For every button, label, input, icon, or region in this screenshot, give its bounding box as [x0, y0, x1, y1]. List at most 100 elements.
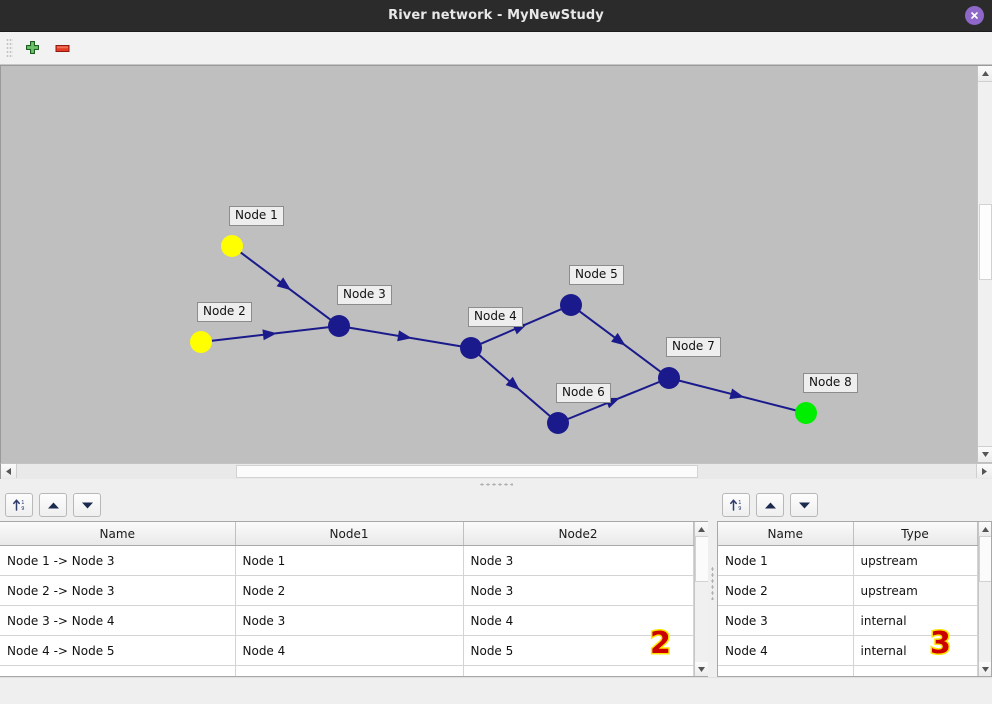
river-network-canvas[interactable]: Node 1 Node 2 Node 3 Node 4 Node 5 Node 6 Node…: [0, 65, 992, 463]
graph-node-label-node5[interactable]: Node 5: [569, 265, 624, 285]
cell-name[interactable]: Node 4 -> Node 5: [0, 636, 235, 666]
column-header-name[interactable]: Name: [718, 522, 853, 546]
cell-empty[interactable]: [0, 666, 235, 678]
svg-text:9: 9: [21, 506, 24, 512]
cell-name[interactable]: Node 3: [718, 606, 853, 636]
cell-empty[interactable]: [718, 666, 853, 678]
graph-node-label-node8[interactable]: Node 8: [803, 373, 858, 393]
graph-node-node5[interactable]: [560, 294, 582, 316]
cell-name[interactable]: Node 3 -> Node 4: [0, 606, 235, 636]
edge-direction-arrow-icon: [729, 388, 745, 402]
cell-node1[interactable]: Node 1: [235, 546, 463, 576]
cell-name[interactable]: Node 1: [718, 546, 853, 576]
nodes-vscroll-thumb[interactable]: [979, 536, 992, 582]
graph-node-label-node6[interactable]: Node 6: [556, 383, 611, 403]
scroll-down-icon[interactable]: [695, 662, 709, 676]
reaches-sort-button[interactable]: 1 9: [5, 493, 33, 517]
cell-node2[interactable]: Node 5: [463, 636, 693, 666]
cell-name[interactable]: Node 2 -> Node 3: [0, 576, 235, 606]
cell-node1[interactable]: Node 3: [235, 606, 463, 636]
reaches-vertical-scrollbar[interactable]: [694, 522, 709, 676]
cell-name[interactable]: Node 4: [718, 636, 853, 666]
cell-name[interactable]: Node 1 -> Node 3: [0, 546, 235, 576]
toolbar-grip[interactable]: [6, 38, 13, 58]
status-bar: [0, 677, 992, 704]
cell-node2[interactable]: Node 3: [463, 546, 693, 576]
scroll-down-icon[interactable]: [978, 446, 992, 462]
canvas-hscroll-thumb[interactable]: [236, 465, 698, 478]
graph-drawing-area[interactable]: Node 1 Node 2 Node 3 Node 4 Node 5 Node 6 Node…: [1, 66, 963, 462]
splitter-grip-dots: [479, 483, 513, 486]
column-header-type[interactable]: Type: [853, 522, 977, 546]
graph-node-label-node3[interactable]: Node 3: [337, 285, 392, 305]
canvas-vertical-scrollbar[interactable]: [977, 66, 992, 462]
graph-node-node6[interactable]: [547, 412, 569, 434]
cell-name[interactable]: Node 2: [718, 576, 853, 606]
reaches-move-down-button[interactable]: [73, 493, 101, 517]
cell-node1[interactable]: Node 4: [235, 636, 463, 666]
graph-node-label-node4[interactable]: Node 4: [468, 307, 523, 327]
graph-node-node7[interactable]: [658, 367, 680, 389]
scroll-down-icon[interactable]: [979, 662, 992, 676]
graph-node-node1[interactable]: [221, 235, 243, 257]
nodes-move-down-button[interactable]: [790, 493, 818, 517]
move-up-icon: [47, 501, 60, 510]
graph-node-node4[interactable]: [460, 337, 482, 359]
canvas-horizontal-scrollbar[interactable]: [0, 463, 992, 479]
graph-node-label-node2[interactable]: Node 2: [197, 302, 252, 322]
column-header-name[interactable]: Name: [0, 522, 235, 546]
scroll-up-icon[interactable]: [978, 66, 992, 82]
cell-type[interactable]: upstream: [853, 546, 977, 576]
delete-node-button[interactable]: [47, 34, 77, 62]
reaches-move-up-button[interactable]: [39, 493, 67, 517]
nodes-sort-button[interactable]: 1 9: [722, 493, 750, 517]
scroll-up-icon[interactable]: [979, 522, 992, 536]
cell-node2[interactable]: Node 3: [463, 576, 693, 606]
reaches-vscroll-thumb[interactable]: [695, 536, 709, 582]
move-down-icon: [81, 501, 94, 510]
scroll-up-icon[interactable]: [695, 522, 709, 536]
nodes-vertical-scrollbar[interactable]: [978, 522, 992, 676]
close-icon[interactable]: [965, 6, 984, 25]
graph-node-label-node1[interactable]: Node 1: [229, 206, 284, 226]
column-header-node1[interactable]: Node1: [235, 522, 463, 546]
table-row-empty[interactable]: [718, 666, 977, 678]
vertical-splitter[interactable]: [708, 489, 717, 677]
graph-node-node3[interactable]: [328, 315, 350, 337]
nodes-move-up-button[interactable]: [756, 493, 784, 517]
application-window: River network - MyNewStudy: [0, 0, 992, 676]
splitter-grip-dots: [711, 566, 714, 600]
cell-empty[interactable]: [463, 666, 693, 678]
horizontal-splitter[interactable]: [0, 479, 992, 489]
cell-node2[interactable]: Node 4: [463, 606, 693, 636]
column-header-node2[interactable]: Node2: [463, 522, 693, 546]
table-row-empty[interactable]: [0, 666, 693, 678]
cell-node1[interactable]: Node 2: [235, 576, 463, 606]
cell-type[interactable]: internal: [853, 606, 977, 636]
scroll-right-icon[interactable]: [976, 464, 992, 478]
cell-empty[interactable]: [235, 666, 463, 678]
cell-type[interactable]: internal: [853, 636, 977, 666]
add-node-button[interactable]: [17, 34, 47, 62]
cell-type[interactable]: upstream: [853, 576, 977, 606]
graph-node-node2[interactable]: [190, 331, 212, 353]
graph-node-node8[interactable]: [795, 402, 817, 424]
scroll-left-icon[interactable]: [1, 464, 17, 478]
canvas-vscroll-thumb[interactable]: [979, 204, 992, 280]
title-bar: River network - MyNewStudy: [0, 0, 992, 32]
graph-node-label-node7[interactable]: Node 7: [666, 337, 721, 357]
cell-empty[interactable]: [853, 666, 977, 678]
